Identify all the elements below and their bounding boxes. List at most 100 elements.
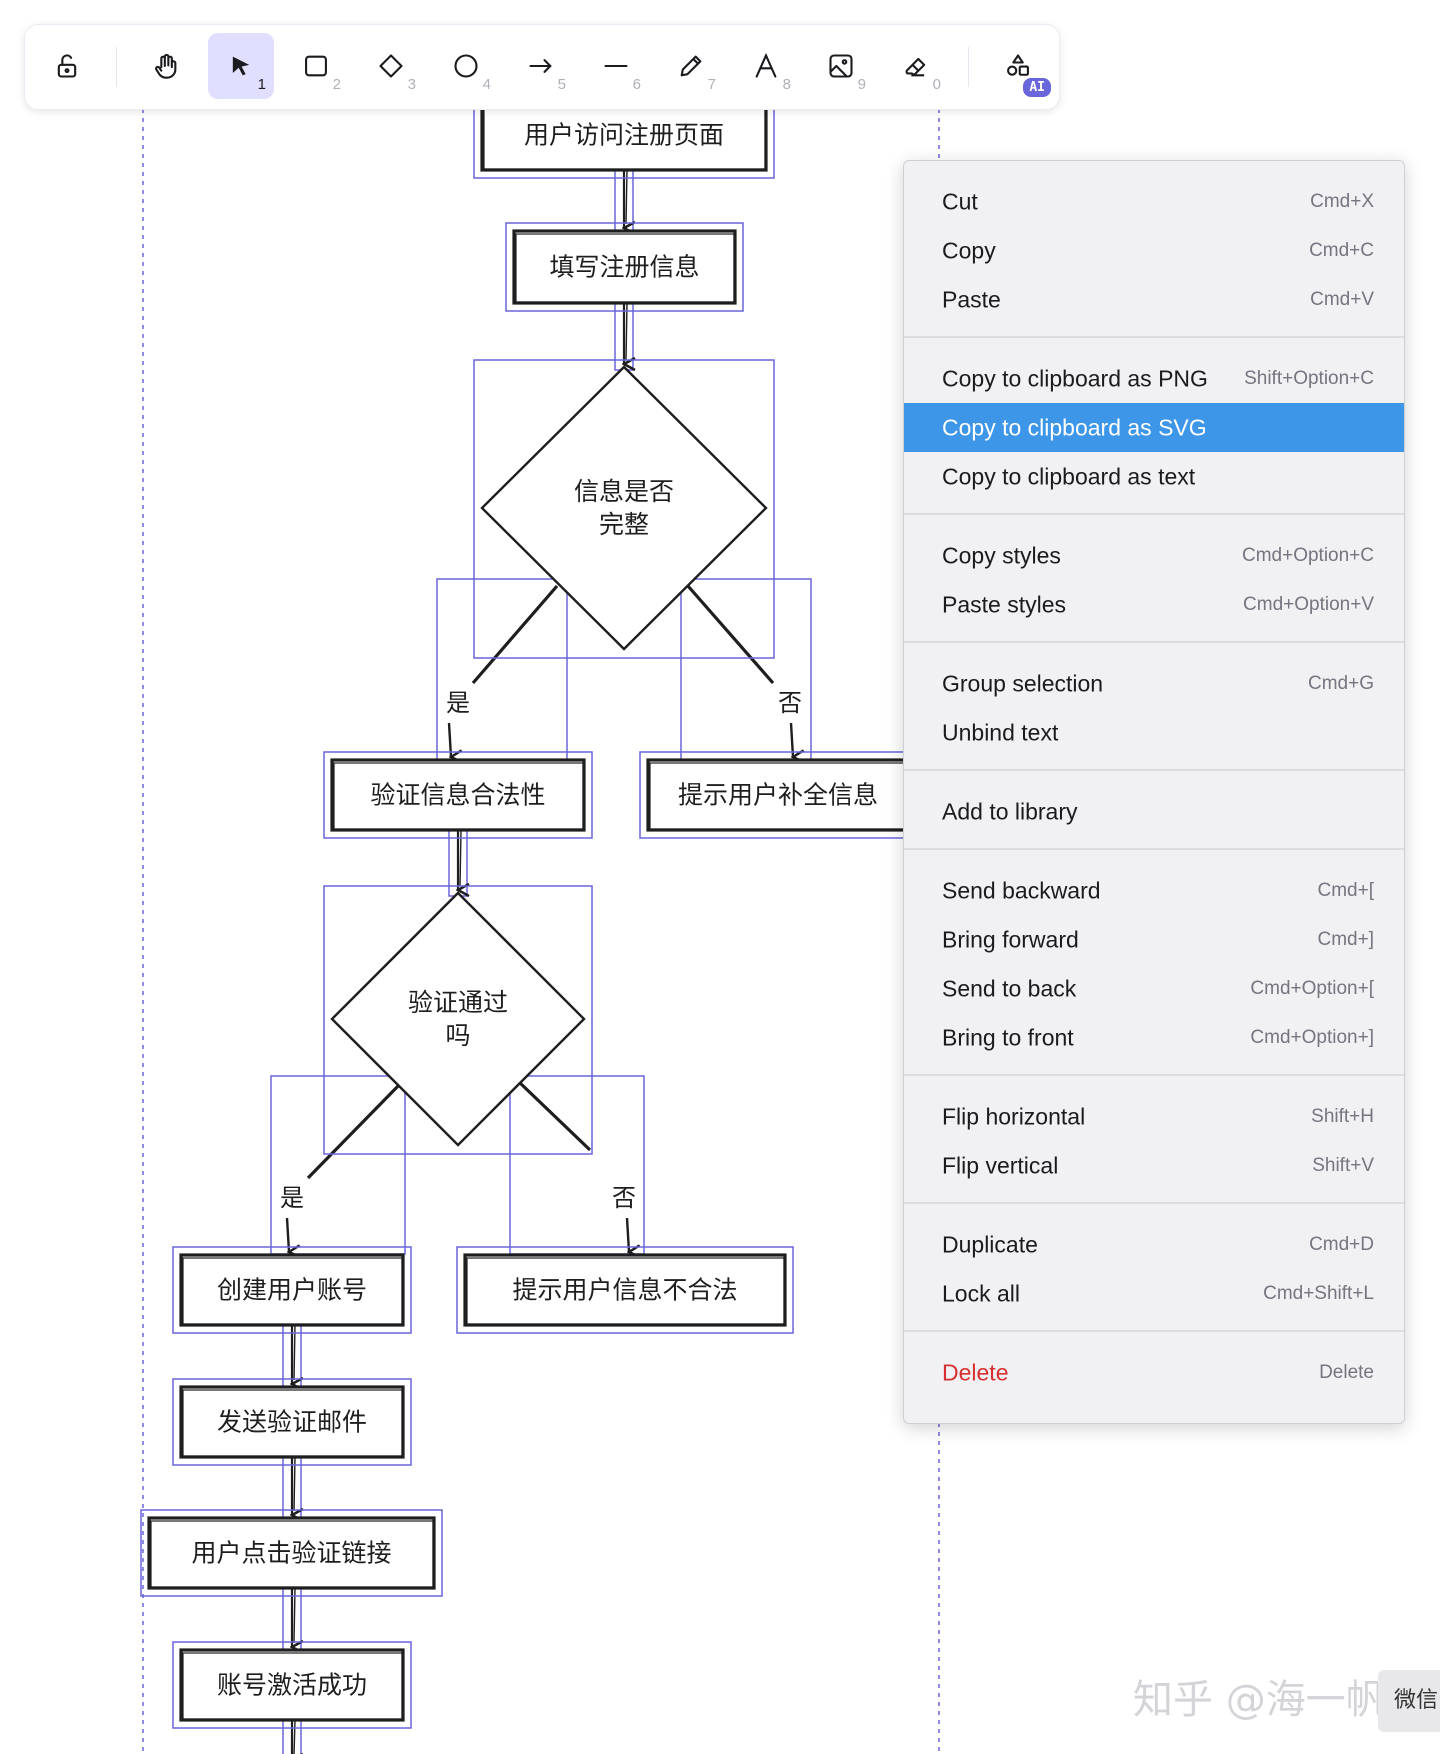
menu-item-label: Bring forward bbox=[942, 926, 1079, 952]
menu-divider bbox=[904, 641, 1404, 643]
menu-item-add-to-library[interactable]: Add to library bbox=[904, 787, 1404, 836]
rectangle-tool-button[interactable]: 2 bbox=[283, 33, 349, 99]
node-shape bbox=[463, 1253, 787, 1327]
node-shape bbox=[330, 758, 586, 832]
process-node[interactable]: 提示用户补全信息 bbox=[639, 751, 917, 839]
selection-box bbox=[456, 1246, 794, 1334]
flowchart-edge-labels: 是否是否 bbox=[280, 689, 802, 1212]
toolbar-divider bbox=[116, 47, 117, 87]
eraser-icon bbox=[905, 57, 926, 77]
eraser-tool-button[interactable]: 0 bbox=[883, 33, 949, 99]
menu-item-delete[interactable]: Delete Delete bbox=[904, 1348, 1404, 1397]
menu-divider bbox=[904, 848, 1404, 850]
toolbar-divider bbox=[968, 47, 969, 87]
diamond-tool-button[interactable]: 3 bbox=[358, 33, 424, 99]
selection-box bbox=[140, 1509, 443, 1597]
unlock-icon bbox=[57, 54, 77, 78]
menu-item-shortcut: Cmd+] bbox=[1317, 928, 1375, 950]
process-node[interactable]: 用户点击验证链接 bbox=[140, 1509, 443, 1597]
branch-line bbox=[517, 1080, 592, 1152]
flow-arrow-sketch bbox=[293, 1456, 296, 1512]
branch-line bbox=[471, 584, 559, 685]
flowchart-nodes: 用户访问注册页面填写注册信息信息是否完整验证信息合法性提示用户补全信息验证通过吗… bbox=[140, 91, 917, 1729]
process-node[interactable]: 验证信息合法性 bbox=[323, 751, 593, 839]
flow-arrow-sketch bbox=[625, 169, 628, 225]
process-node[interactable]: 提示用户信息不合法 bbox=[456, 1246, 794, 1334]
node-sketch-stroke bbox=[333, 762, 584, 830]
menu-item-shortcut: Cmd+G bbox=[1308, 672, 1374, 694]
node-sketch-stroke bbox=[182, 1257, 403, 1325]
lock-tool-button[interactable] bbox=[34, 33, 100, 99]
menu-item-group-selection[interactable]: Group selection Cmd+G bbox=[904, 659, 1404, 708]
menu-item-label: Group selection bbox=[942, 670, 1104, 696]
node-shape bbox=[179, 1648, 405, 1722]
menu-divider bbox=[904, 1330, 1404, 1332]
menu-item-copy-to-clipboard-as-text[interactable]: Copy to clipboard as text bbox=[904, 452, 1404, 501]
menu-item-copy-to-clipboard-as-svg[interactable]: Copy to clipboard as SVG bbox=[904, 403, 1404, 452]
text-tool-button[interactable]: 8 bbox=[733, 33, 799, 99]
toolbar: 1 2 3 4 5 6 7 8 9 0 AI bbox=[24, 24, 1060, 110]
arrow-icon bbox=[529, 59, 552, 73]
selection-tool-button[interactable]: 1 bbox=[208, 33, 274, 99]
hand-tool-button[interactable] bbox=[133, 33, 199, 99]
shortcut-key: 5 bbox=[557, 76, 566, 93]
flow-arrow-sketch bbox=[293, 1324, 296, 1381]
menu-item-label: Copy styles bbox=[942, 542, 1061, 568]
menu-item-shortcut: Shift+Option+C bbox=[1244, 367, 1374, 389]
menu-item-shortcut: Cmd+Option+[ bbox=[1250, 977, 1374, 999]
watermark: 知乎 @海一帆 bbox=[1133, 1677, 1386, 1723]
node-sketch-stroke bbox=[515, 233, 735, 303]
shortcut-key: 7 bbox=[707, 76, 716, 93]
menu-item-label: Delete bbox=[942, 1359, 1009, 1385]
menu-item-bring-forward[interactable]: Bring forward Cmd+] bbox=[904, 915, 1404, 964]
branch-label: 是 bbox=[446, 689, 470, 717]
menu-item-label: Duplicate bbox=[942, 1231, 1038, 1257]
draw-tool-button[interactable]: 7 bbox=[658, 33, 724, 99]
shapes-icon bbox=[1007, 54, 1029, 76]
wechat-tab[interactable]: 微信 bbox=[1378, 1670, 1440, 1732]
menu-item-label: Add to library bbox=[942, 798, 1078, 824]
arrow-tool-button[interactable]: 5 bbox=[508, 33, 574, 99]
node-sketch-stroke bbox=[466, 1257, 785, 1325]
branch-line bbox=[306, 1080, 404, 1180]
menu-item-shortcut: Cmd+X bbox=[1310, 190, 1374, 212]
shortcut-key: 1 bbox=[257, 76, 266, 93]
node-shape bbox=[179, 1253, 405, 1327]
ellipse-tool-button[interactable]: 4 bbox=[433, 33, 499, 99]
image-tool-button[interactable]: 9 bbox=[808, 33, 874, 99]
menu-item-shortcut: Delete bbox=[1319, 1361, 1374, 1383]
process-node[interactable]: 账号激活成功 bbox=[172, 1641, 412, 1729]
node-label: 验证通过 bbox=[408, 988, 508, 1017]
menu-divider bbox=[904, 1074, 1404, 1076]
process-node[interactable]: 填写注册信息 bbox=[505, 222, 744, 312]
diamond-icon bbox=[379, 54, 403, 78]
node-label: 用户访问注册页面 bbox=[524, 121, 724, 150]
rectangle-icon bbox=[305, 55, 327, 77]
node-label: 用户点击验证链接 bbox=[191, 1539, 391, 1568]
process-node[interactable]: 发送验证邮件 bbox=[172, 1378, 412, 1466]
edge-selection-box bbox=[509, 1075, 645, 1255]
menu-item-unbind-text[interactable]: Unbind text bbox=[904, 708, 1404, 757]
menu-item-shortcut: Cmd+Shift+L bbox=[1263, 1282, 1374, 1304]
line-tool-button[interactable]: 6 bbox=[583, 33, 649, 99]
menu-divider bbox=[904, 336, 1404, 338]
edge-selection-box bbox=[436, 578, 568, 762]
process-node[interactable]: 创建用户账号 bbox=[172, 1246, 412, 1334]
more-shapes-tool-button[interactable]: AI bbox=[985, 33, 1051, 99]
